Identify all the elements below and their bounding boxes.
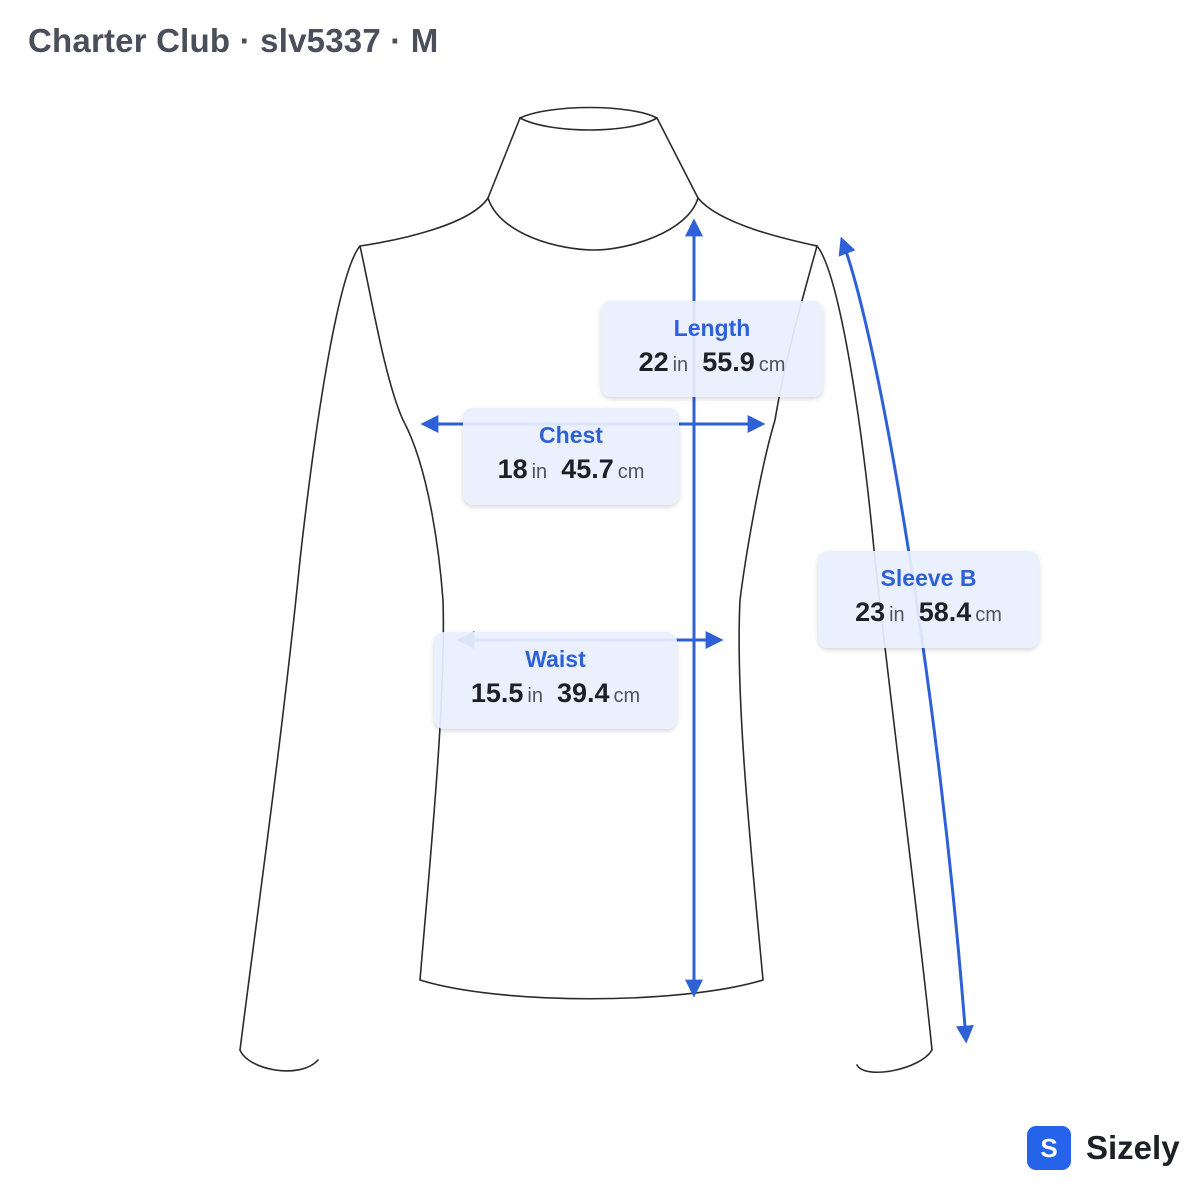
brand-logo: S Sizely xyxy=(1027,1126,1180,1170)
cm-unit: cm xyxy=(613,685,641,707)
chest-centimeters: 45.7 xyxy=(561,454,614,484)
inch-unit: in xyxy=(889,604,905,626)
inch-unit: in xyxy=(672,354,689,376)
page-title: Charter Club · slv5337 · M xyxy=(28,22,439,59)
waist-centimeters: 39.4 xyxy=(556,678,610,708)
length-inches: 22 xyxy=(638,347,669,377)
sleeve-label: Sleeve B xyxy=(880,565,977,591)
cm-unit: cm xyxy=(617,461,645,483)
cm-unit: cm xyxy=(975,604,1002,626)
brand-name: Sizely xyxy=(1086,1129,1180,1166)
sleeve-double-arrow-icon xyxy=(838,236,974,1044)
waist-label: Waist xyxy=(525,646,586,672)
length-centimeters: 55.9 xyxy=(702,347,755,377)
brand-logo-icon: S xyxy=(1027,1126,1071,1170)
sleeve-centimeters: 58.4 xyxy=(918,597,972,627)
chest-label: Chest xyxy=(539,422,603,448)
inch-unit: in xyxy=(531,461,548,483)
cm-unit: cm xyxy=(758,354,786,376)
waist-inches: 15.5 xyxy=(470,678,524,708)
sleeve-inches: 23 xyxy=(855,597,886,627)
length-label: Length xyxy=(673,315,751,341)
chest-inches: 18 xyxy=(497,454,528,484)
inch-unit: in xyxy=(527,685,543,707)
